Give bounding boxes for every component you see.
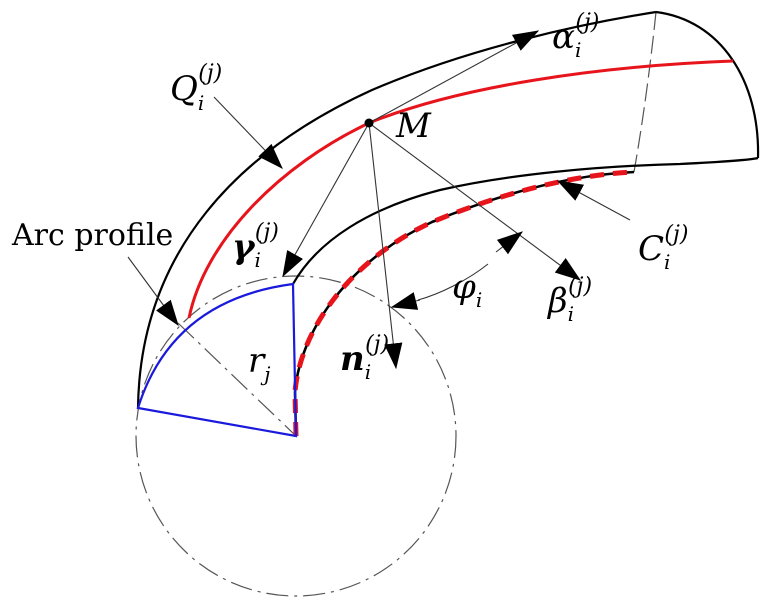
- label-gamma: γi(j): [232, 220, 279, 272]
- vector-n: [368, 122, 403, 370]
- end-cap: [655, 10, 760, 159]
- angle-phi-arc: [417, 263, 489, 301]
- label-r: rj: [248, 341, 270, 386]
- radius-line: [177, 322, 297, 437]
- point-m: [364, 118, 374, 128]
- label-phi: φi: [452, 267, 482, 312]
- label-m: M: [395, 106, 432, 146]
- label-arc-profile: Arc profile: [11, 218, 173, 253]
- label-q: Qi(j): [170, 61, 222, 115]
- outer-boundary: [136, 10, 657, 409]
- vector-alpha: [368, 30, 540, 124]
- inner-boundary: [292, 156, 759, 285]
- label-n: ni(j): [340, 332, 389, 384]
- label-beta: βi(j): [546, 274, 592, 326]
- vector-gamma: [282, 122, 370, 278]
- leader-q: [213, 96, 283, 169]
- angle-phi-arrow-2: [390, 292, 421, 310]
- label-c: Ci(j): [638, 222, 688, 274]
- end-section-dashed-line: [633, 11, 657, 173]
- leader-c: [556, 180, 631, 221]
- angle-phi-arrow-1: [495, 231, 524, 255]
- leader-arc-profile: [127, 256, 179, 327]
- red-guide-curve: [187, 59, 734, 319]
- label-alpha: αi(j): [552, 10, 599, 62]
- contact-curve-red-dash: [292, 169, 635, 437]
- vector-beta: [368, 122, 582, 281]
- arc-profile-sector: [136, 282, 298, 438]
